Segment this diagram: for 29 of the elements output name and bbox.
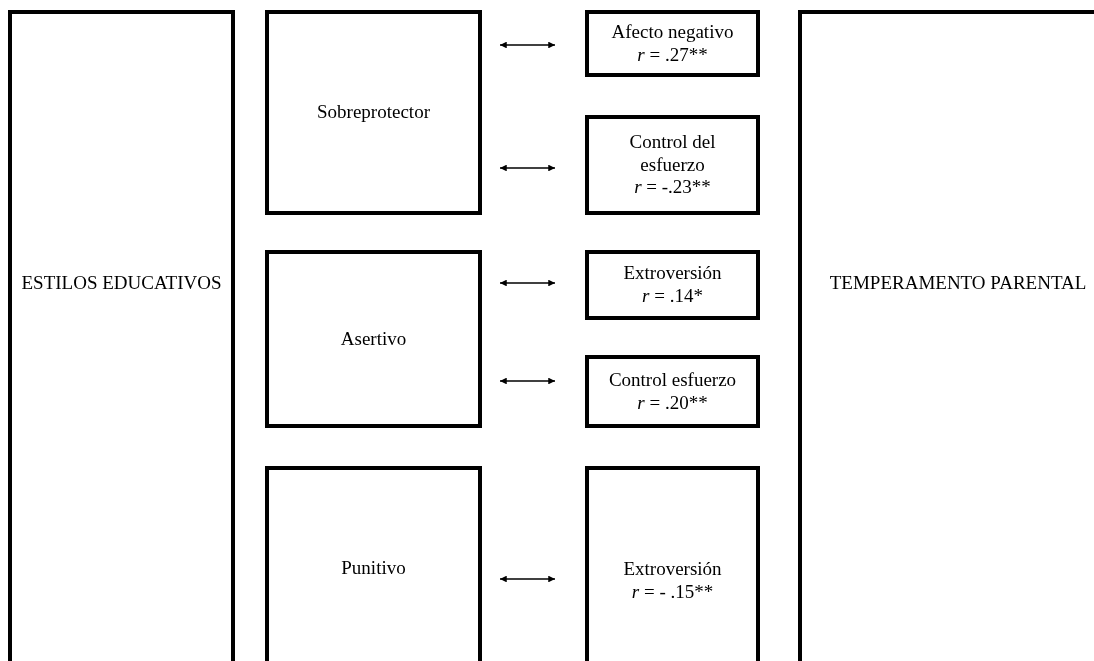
- node-label: Punitivo: [340, 557, 407, 580]
- node-label: Afecto negativo: [610, 20, 735, 44]
- category-box: [798, 10, 1094, 661]
- correlation-value: r = -.23**: [633, 176, 712, 200]
- correlation-value: r = - .15**: [630, 580, 715, 604]
- correlation-box: [585, 10, 760, 77]
- double-arrow: [499, 377, 556, 385]
- correlation-box: [585, 355, 760, 428]
- correlation-box: [585, 466, 760, 661]
- style-box: [265, 250, 482, 428]
- node-label: Extroversión: [622, 262, 723, 285]
- category-box: [8, 10, 235, 661]
- node-label: Extroversión: [622, 558, 723, 581]
- double-arrow: [499, 575, 556, 583]
- double-arrow: [499, 279, 556, 287]
- style-box: [265, 10, 482, 215]
- correlation-value: r = .27**: [636, 43, 709, 67]
- style-box: [265, 466, 482, 661]
- node-label: Asertivo: [339, 327, 408, 351]
- node-label: Control esfuerzo: [607, 368, 738, 392]
- node-label: Sobreprotector: [316, 101, 431, 124]
- double-arrow: [499, 41, 556, 49]
- double-arrow: [499, 164, 556, 172]
- node-label: TEMPERAMENTO PARENTAL: [828, 272, 1088, 295]
- correlation-box: [585, 115, 760, 215]
- correlation-box: [585, 250, 760, 320]
- node-label: ESTILOS EDUCATIVOS: [20, 272, 223, 295]
- correlation-value: r = .20**: [636, 391, 709, 415]
- correlation-value: r = .14*: [641, 285, 704, 308]
